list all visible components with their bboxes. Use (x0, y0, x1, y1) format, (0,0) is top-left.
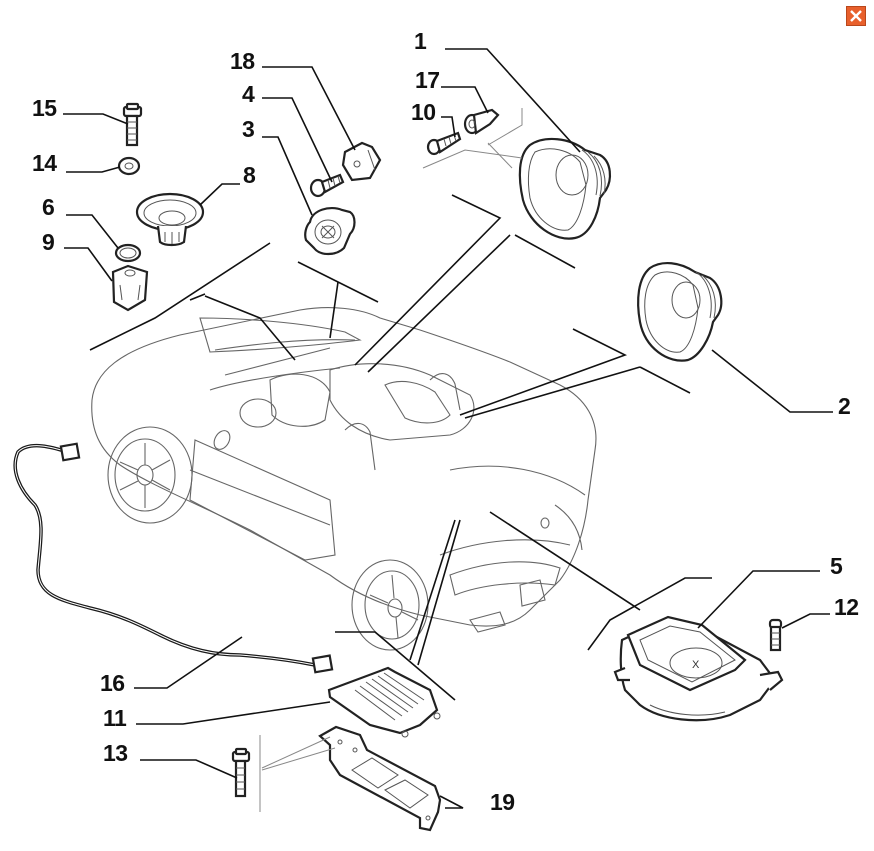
subwoofer-mark: X (692, 659, 700, 671)
part-10-screw[interactable] (426, 131, 462, 156)
callout-8[interactable]: 8 (243, 162, 256, 188)
callout-5[interactable]: 5 (830, 553, 843, 579)
part-3-tweeter[interactable] (304, 206, 356, 256)
part-8-dashboard-speaker[interactable] (135, 192, 205, 247)
part-15-bolt[interactable] (122, 102, 143, 147)
part-4-screw[interactable] (309, 173, 345, 198)
part-19-amplifier-bracket[interactable] (318, 725, 442, 832)
part-1-front-speaker[interactable] (518, 137, 612, 240)
leader-lines (63, 48, 833, 809)
callout-9[interactable]: 9 (42, 229, 55, 255)
part-18-bracket-clip[interactable] (341, 141, 382, 182)
part-14-nut[interactable] (117, 156, 141, 176)
assembly-guide-lines (89, 108, 712, 812)
callout-13[interactable]: 13 (103, 740, 128, 766)
callout-1[interactable]: 1 (414, 28, 427, 54)
wiring-harness[interactable] (13, 442, 334, 674)
part-5-subwoofer[interactable]: X (613, 615, 784, 722)
callout-15[interactable]: 15 (32, 95, 57, 121)
close-button[interactable] (846, 6, 866, 26)
callout-18[interactable]: 18 (230, 48, 255, 74)
part-12-screw[interactable] (768, 618, 783, 652)
callout-17[interactable]: 17 (415, 67, 440, 93)
part-11-amplifier[interactable] (327, 666, 441, 738)
callout-11[interactable]: 11 (103, 705, 127, 731)
callout-19[interactable]: 19 (490, 789, 515, 815)
car-illustration (91, 307, 597, 651)
callout-2[interactable]: 2 (838, 393, 851, 419)
callout-10[interactable]: 10 (411, 99, 436, 125)
close-x-icon (850, 10, 862, 22)
callout-6[interactable]: 6 (42, 194, 55, 220)
part-9-clip-nut[interactable] (111, 264, 149, 312)
callout-4[interactable]: 4 (242, 81, 255, 107)
callout-12[interactable]: 12 (834, 594, 859, 620)
part-2-rear-speaker[interactable] (637, 262, 723, 362)
part-17-expansion-rivet[interactable] (463, 108, 500, 135)
callout-14[interactable]: 14 (32, 150, 57, 176)
part-13-bolt[interactable] (231, 747, 251, 798)
part-6-washer[interactable] (114, 243, 142, 263)
callout-3[interactable]: 3 (242, 116, 255, 142)
callout-16[interactable]: 16 (100, 670, 125, 696)
